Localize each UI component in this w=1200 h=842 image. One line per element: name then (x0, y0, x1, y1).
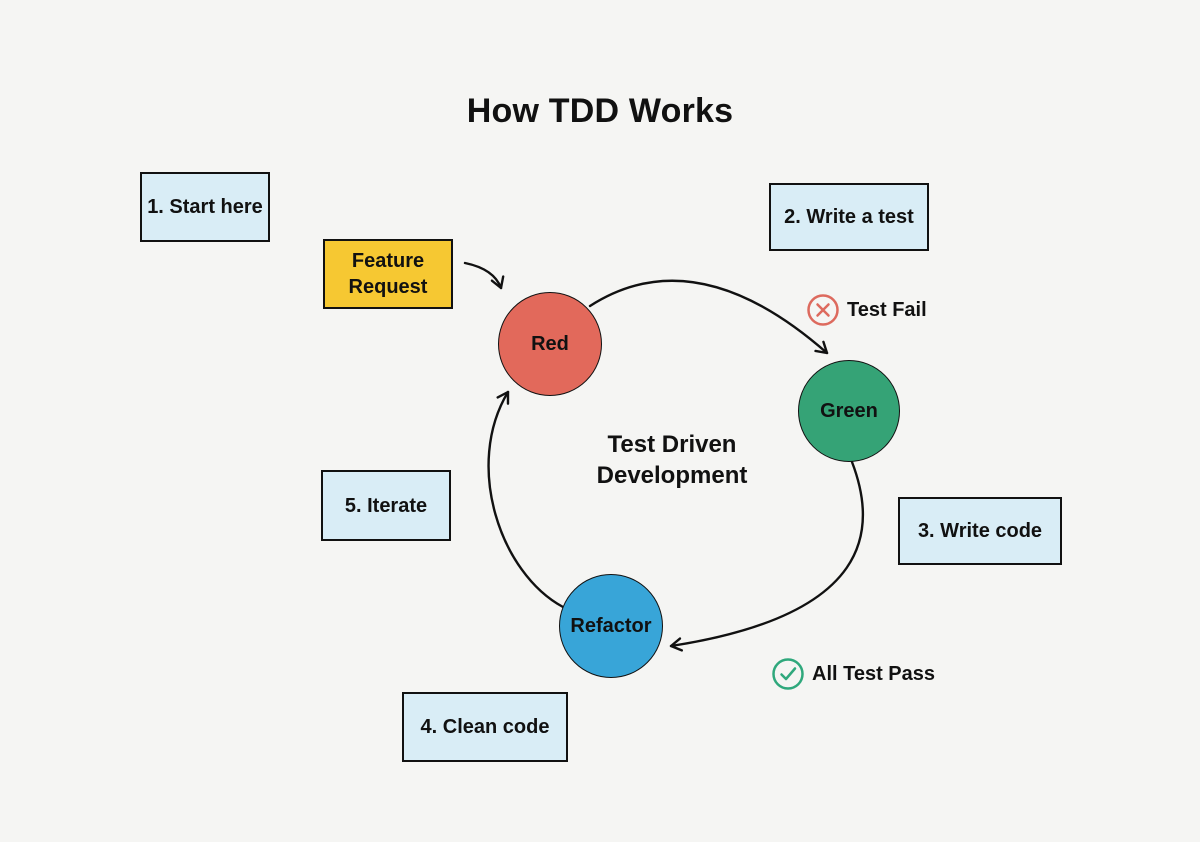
test-fail-label: Test Fail (847, 298, 927, 321)
test-fail-annotation: Test Fail (806, 293, 927, 327)
node-refactor-label: Refactor (570, 614, 652, 637)
check-circle-icon (772, 658, 804, 690)
node-green: Green (798, 360, 900, 462)
feature-request-label: Feature Request (348, 250, 428, 298)
cycle-center-label: Test Driven Development (552, 430, 792, 491)
step-label: 5. Iterate (344, 494, 428, 517)
step-box-iterate: 5. Iterate (321, 470, 451, 541)
node-red-label: Red (531, 332, 569, 355)
arrow-feature-to-red (463, 261, 505, 290)
step-label: 2. Write a test (784, 206, 914, 228)
step-box-start-here: 1. Start here (140, 172, 270, 242)
step-box-clean-code: 4. Clean code (402, 692, 568, 762)
step-box-write-code: 3. Write code (898, 497, 1062, 565)
step-label: 3. Write code (917, 520, 1043, 542)
node-refactor: Refactor (559, 574, 663, 678)
step-label: 4. Clean code (420, 716, 550, 738)
node-green-label: Green (820, 399, 878, 422)
arrow-refactor-to-red (487, 390, 565, 609)
feature-request-box: Feature Request (323, 239, 453, 309)
node-red: Red (498, 292, 602, 396)
x-circle-icon (807, 294, 839, 326)
center-label-line1: Test Driven (607, 431, 737, 458)
all-test-pass-annotation: All Test Pass (771, 657, 935, 691)
step-box-write-a-test: 2. Write a test (769, 183, 929, 251)
arrow-red-to-green (588, 279, 829, 355)
center-label-line2: Development (596, 461, 748, 489)
step-label: 1. Start here (147, 196, 263, 218)
all-test-pass-label: All Test Pass (812, 662, 936, 685)
page-title: How TDD Works (466, 92, 734, 130)
